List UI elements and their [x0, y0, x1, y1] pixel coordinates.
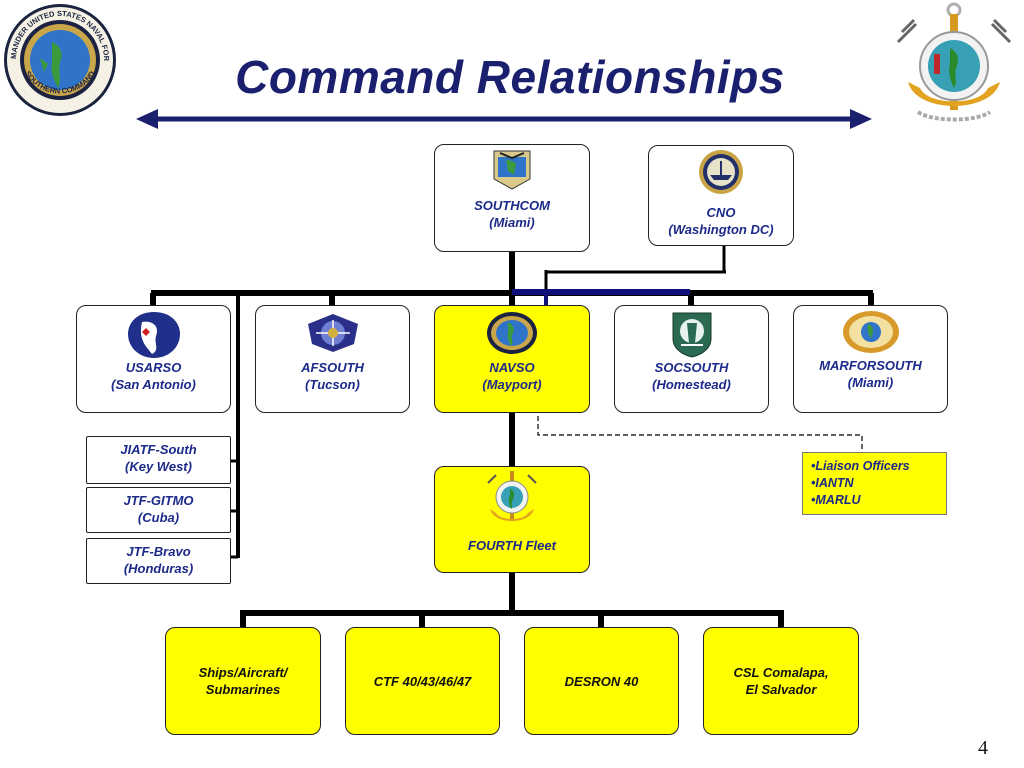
navsouth-seal-icon: COMMANDER UNITED STATES NAVAL FORCES SOU…: [2, 2, 116, 116]
liaison-dashed-line: [537, 416, 863, 452]
jiatf-south-label: JIATF-South: [120, 442, 197, 457]
navso-emblem-icon: [487, 312, 537, 354]
fourth-fleet-box: FOURTH Fleet: [434, 466, 590, 573]
southcom-label: SOUTHCOM: [474, 198, 550, 213]
cno-label: CNO: [706, 205, 736, 220]
afsouth-label: AFSOUTH: [301, 360, 364, 375]
jtf-gitmo-box: JTF-GITMO (Cuba): [86, 487, 231, 533]
navso-box: NAVSO (Mayport): [434, 305, 590, 413]
ctf-box: CTF 40/43/46/47: [345, 627, 500, 735]
ships-aircraft-submarines-box: Ships/Aircraft/ Submarines: [165, 627, 321, 735]
liaison-item: •IANTN: [811, 476, 854, 490]
fourth-fleet-label: FOURTH Fleet: [468, 538, 556, 553]
socsouth-emblem-icon: [672, 312, 711, 358]
cno-link: [512, 246, 726, 305]
ships-label-line2: Submarines: [205, 682, 281, 697]
usarso-location: (San Antonio): [111, 377, 196, 392]
southcom-location: (Miami): [489, 215, 535, 230]
socsouth-box: SOCSOUTH (Homestead): [614, 305, 769, 413]
csl-label-line2: El Salvador: [745, 682, 817, 697]
navso-label: NAVSO: [489, 360, 535, 375]
marforsouth-label: MARFORSOUTH: [819, 358, 922, 373]
afsouth-box: AFSOUTH (Tucson): [255, 305, 410, 413]
marforsouth-box: MARFORSOUTH (Miami): [793, 305, 948, 413]
southcom-emblem-icon: [493, 150, 531, 190]
csl-comalapa-box: CSL Comalapa, El Salvador: [703, 627, 859, 735]
southcom-box: SOUTHCOM (Miami): [434, 144, 590, 252]
fourth-fleet-anchor-seal-icon: [896, 2, 1012, 122]
cno-location: (Washington DC): [668, 222, 774, 237]
jtf-bravo-box: JTF-Bravo (Honduras): [86, 538, 231, 584]
liaison-item: •MARLU: [811, 493, 861, 507]
csl-label-line1: CSL Comalapa,: [733, 665, 829, 680]
page-title: Command Relationships: [235, 51, 785, 103]
jiatf-south-box: JIATF-South (Key West): [86, 436, 231, 484]
ctf-label: CTF 40/43/46/47: [373, 673, 472, 689]
liaison-item: •Liaison Officers: [811, 459, 910, 473]
socsouth-location: (Homestead): [652, 377, 731, 392]
title-arrow: [136, 109, 872, 129]
jtf-gitmo-label: JTF-GITMO: [123, 493, 194, 508]
jtf-bravo-label: JTF-Bravo: [126, 544, 191, 559]
socsouth-label: SOCSOUTH: [654, 360, 729, 375]
navso-location: (Mayport): [482, 377, 542, 392]
afsouth-location: (Tucson): [305, 377, 360, 392]
desron-label: DESRON 40: [564, 673, 639, 689]
usarso-emblem-icon: [127, 312, 180, 358]
jtf-bravo-location: (Honduras): [123, 561, 194, 576]
jiatf-south-location: (Key West): [125, 459, 192, 474]
fourth-fleet-emblem-icon: [487, 471, 537, 521]
cno-box: CNO (Washington DC): [648, 145, 794, 246]
ships-label-line1: Ships/Aircraft/: [198, 665, 288, 680]
desron-box: DESRON 40: [524, 627, 679, 735]
usarso-box: USARSO (San Antonio): [76, 305, 231, 413]
marforsouth-emblem-icon: [842, 311, 899, 353]
liaison-box: •Liaison Officers •IANTN •MARLU: [802, 452, 947, 515]
usarso-label: USARSO: [125, 360, 182, 375]
afsouth-emblem-icon: [307, 314, 358, 352]
marforsouth-location: (Miami): [847, 375, 894, 390]
cno-emblem-icon: [699, 150, 743, 194]
jtf-gitmo-location: (Cuba): [137, 510, 180, 525]
page-number: 4: [978, 737, 988, 759]
